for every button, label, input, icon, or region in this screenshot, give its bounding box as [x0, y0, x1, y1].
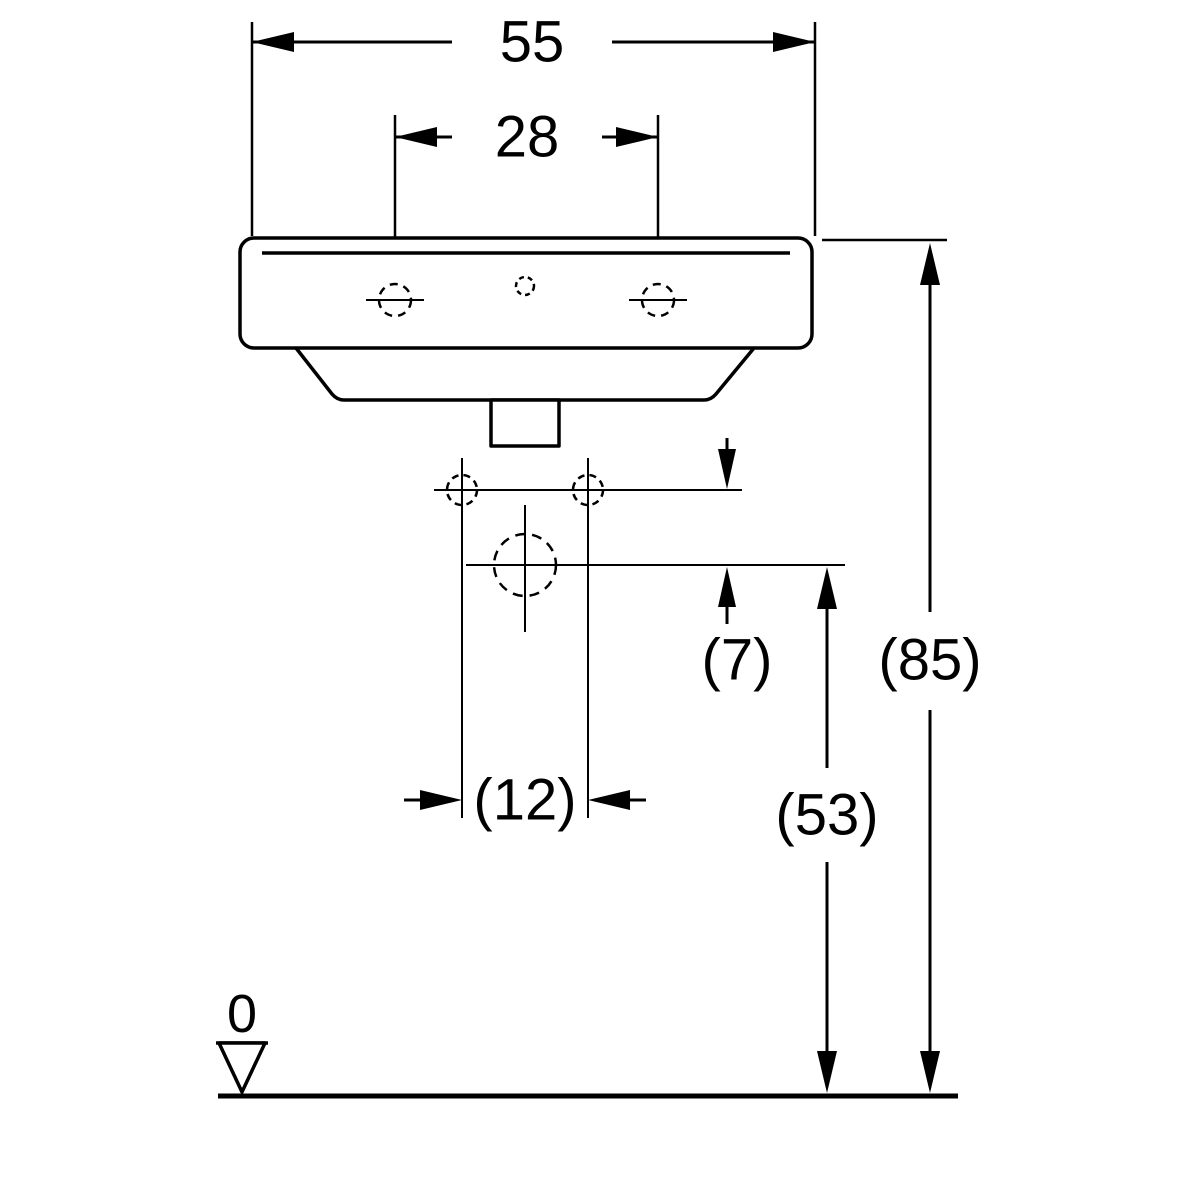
tap-hole-left [366, 282, 424, 318]
dimension-label-overall-height: (85) [878, 628, 981, 693]
dimension-drain-height: (53) [775, 567, 879, 1093]
fixing-holes [434, 458, 742, 818]
overflow-hole [514, 275, 536, 297]
dimension-label-overall-width: 55 [500, 10, 565, 75]
dimension-overall-height: (85) [822, 238, 982, 1093]
arrowhead-left-icon [395, 127, 437, 147]
arrowhead-up-icon [718, 567, 736, 607]
fixing-hole-right [571, 473, 605, 507]
arrowhead-right-icon [420, 790, 462, 810]
dimension-label-drain-height: (53) [775, 783, 878, 848]
arrowhead-right-icon [616, 127, 658, 147]
dimension-label-fixing-to-drain: (7) [702, 628, 773, 693]
dimension-overall-width: 55 [250, 10, 817, 236]
basin-outline [238, 236, 814, 448]
fixing-hole-left [445, 473, 479, 507]
arrowhead-up-icon [817, 567, 837, 609]
basin-rim [238, 236, 814, 350]
arrowhead-right-icon [773, 32, 815, 52]
dimension-label-tap-spacing: 28 [495, 105, 560, 170]
tap-hole-right [629, 282, 687, 318]
drain-pipe-symbol [466, 505, 845, 632]
dimension-tap-spacing: 28 [393, 105, 660, 330]
arrowhead-left-icon [252, 32, 294, 52]
dimension-fixing-to-drain: (7) [702, 438, 773, 693]
datum-label: 0 [227, 984, 257, 1044]
arrowhead-down-icon [920, 1051, 940, 1093]
basin-bowl [294, 346, 756, 402]
dimension-label-fixing-spacing: (12) [473, 768, 576, 833]
arrowhead-down-icon [718, 449, 736, 489]
arrowhead-down-icon [817, 1051, 837, 1093]
drain-pipe-circle [492, 532, 558, 598]
drain-cover [489, 398, 561, 448]
arrowhead-up-icon [920, 243, 940, 285]
dimension-fixing-spacing: (12) [404, 768, 646, 833]
datum-triangle-icon [217, 1041, 267, 1094]
arrowhead-left-icon [588, 790, 630, 810]
floor-datum: 0 [216, 984, 958, 1099]
